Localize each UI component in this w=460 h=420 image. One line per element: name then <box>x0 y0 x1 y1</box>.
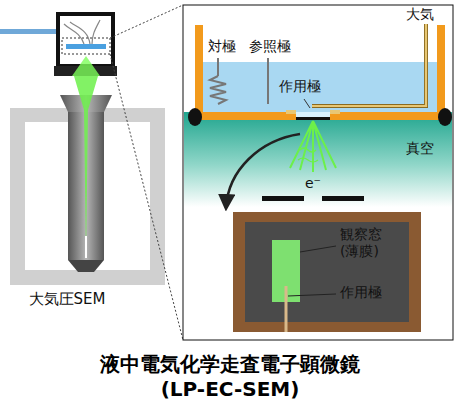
working-electrode-label: 作用極 <box>279 78 321 95</box>
figure-caption: 液中電気化学走査電子顕微鏡 (LP-EC-SEM) <box>80 352 380 402</box>
sem-housing <box>0 14 165 285</box>
vacuum-region <box>184 112 452 207</box>
aperture <box>322 196 364 201</box>
electron-label: e⁻ <box>305 175 321 192</box>
working-electrode-label: 作用極 <box>340 284 382 301</box>
window-label: 観察窓 (薄膜) <box>340 226 404 260</box>
reference-electrode-label: 参照極 <box>249 38 291 55</box>
atmosphere-label: 大気 <box>406 6 434 23</box>
liquid-cell <box>188 24 452 126</box>
window-chip <box>233 212 421 332</box>
electron-fan <box>290 121 336 172</box>
instrument-label: 大気圧SEM <box>29 290 106 308</box>
zoom-arrow <box>226 134 300 208</box>
vacuum-label: 真空 <box>406 140 434 157</box>
inset-frame <box>183 5 453 340</box>
aperture <box>262 196 304 201</box>
counter-electrode-label: 対極 <box>208 38 236 55</box>
zoom-lines <box>110 5 183 340</box>
